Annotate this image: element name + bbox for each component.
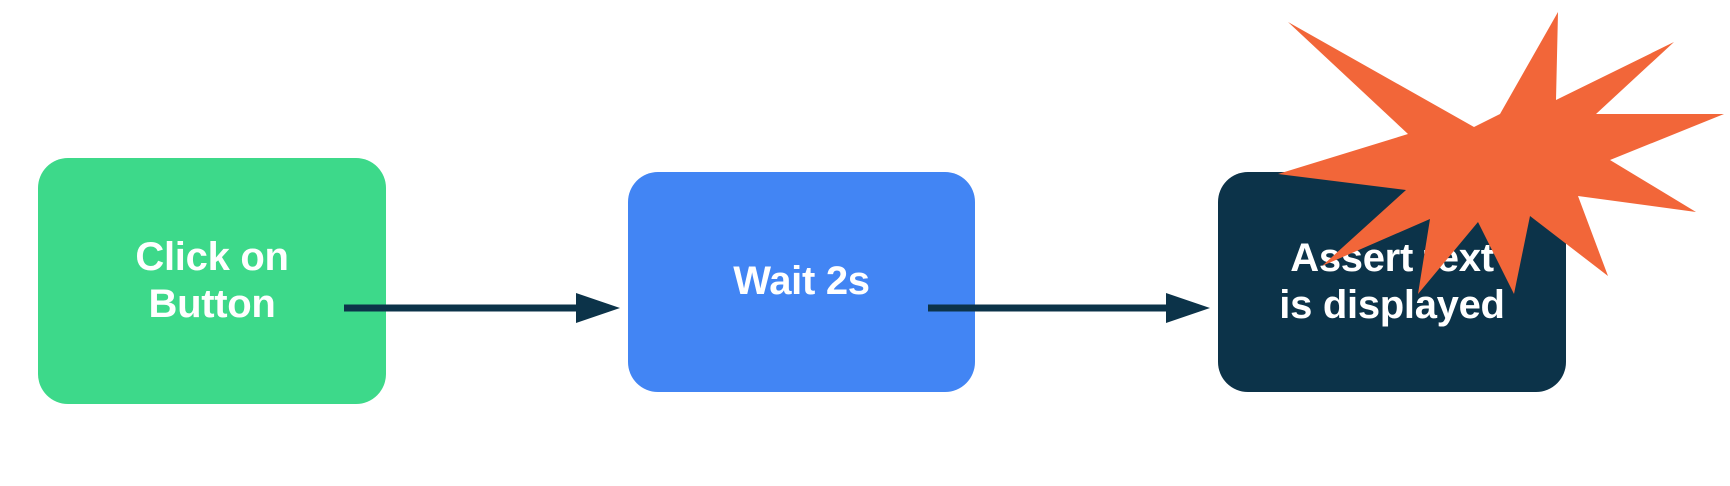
flow-node-wait-2s[interactable]: Wait 2s — [628, 172, 975, 392]
flow-node-label: Wait 2s — [733, 259, 870, 304]
flow-node-label: Click on Button — [135, 234, 289, 326]
flow-node-click-on-button[interactable]: Click on Button — [38, 158, 386, 404]
flow-connector-wait-to-assert — [928, 290, 1214, 326]
flow-node-label: Assert text is displayed — [1279, 235, 1505, 327]
flow-node-assert-text-is-displayed[interactable]: Assert text is displayed — [1218, 172, 1566, 392]
arrow-right-icon — [344, 293, 620, 323]
flow-connector-click-to-wait — [344, 290, 624, 326]
arrow-right-icon — [928, 293, 1210, 323]
